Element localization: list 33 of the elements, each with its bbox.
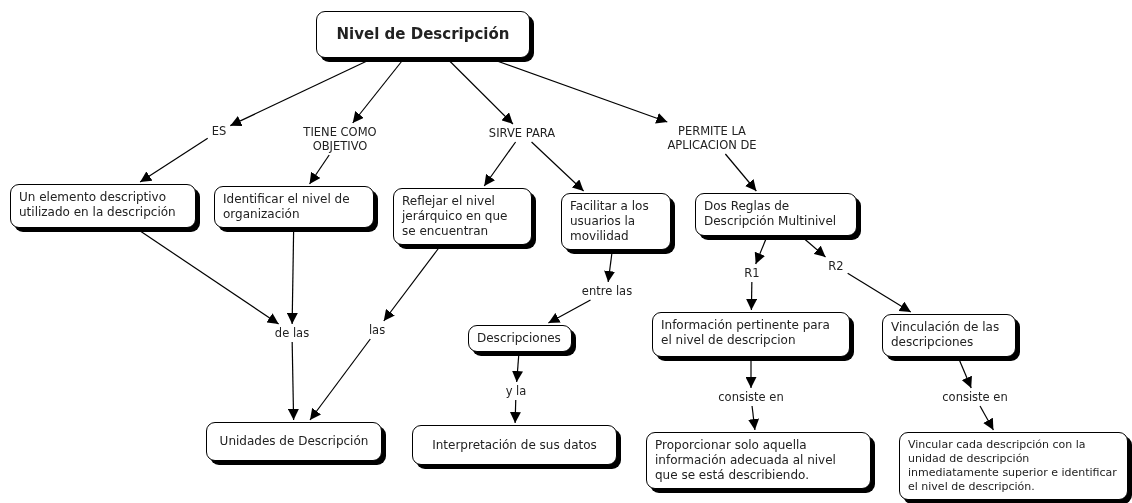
arrow	[847, 272, 912, 313]
arrow	[352, 59, 404, 124]
arrow	[724, 153, 757, 192]
arrow	[308, 154, 330, 185]
arrow	[604, 251, 616, 283]
arrow	[383, 246, 441, 322]
arrow	[138, 229, 280, 325]
linking-phrase: SIRVE PARA	[486, 126, 558, 140]
linking-phrase: entre las	[579, 284, 635, 298]
arrow	[509, 399, 521, 424]
arrow	[448, 59, 514, 125]
arrow	[754, 237, 767, 265]
linking-phrase: consiste en	[940, 390, 1010, 404]
linking-phrase: y la	[503, 384, 529, 398]
arrow	[287, 341, 299, 421]
linking-phrase: ES	[209, 124, 229, 138]
linking-phrase: R2	[826, 259, 846, 273]
arrow	[483, 141, 517, 187]
arrow	[802, 237, 827, 258]
arrow	[286, 229, 298, 325]
arrow	[309, 338, 371, 421]
arrow	[547, 299, 592, 324]
linking-phrase: de las	[272, 326, 312, 340]
arrow	[139, 137, 209, 183]
linking-phrase: consiste en	[716, 390, 786, 404]
arrow	[745, 358, 757, 389]
arrow	[530, 141, 585, 192]
arrow	[748, 405, 760, 431]
arrow	[979, 405, 994, 431]
linking-phrase: R1	[742, 266, 762, 280]
arrow	[958, 358, 972, 389]
arrow	[746, 281, 758, 311]
arrow	[512, 353, 523, 383]
